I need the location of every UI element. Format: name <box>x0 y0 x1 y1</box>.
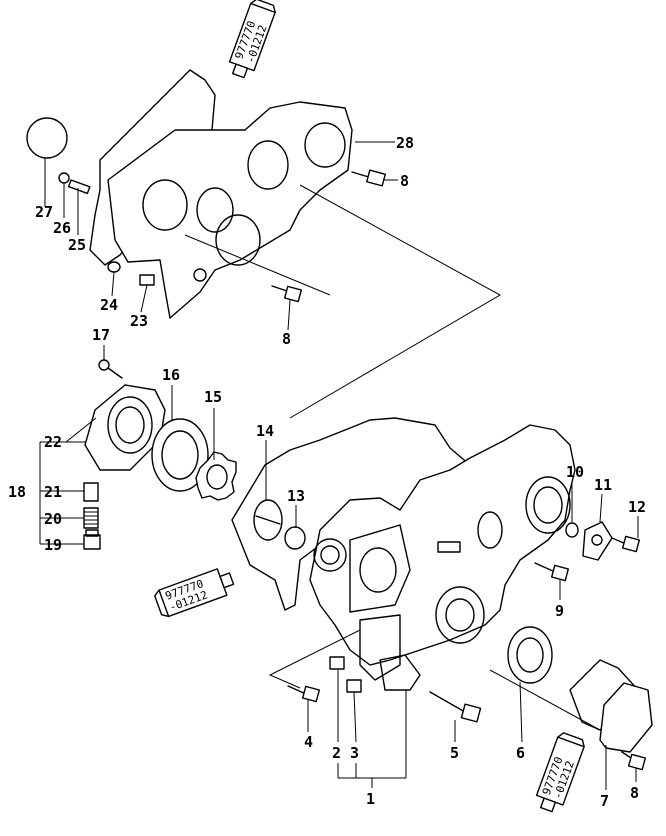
pump-bore-inner <box>115 406 145 444</box>
alignment-line-d <box>489 669 601 731</box>
dowel-pin <box>139 274 155 286</box>
cover-bracket <box>437 541 461 553</box>
alignment-line-a <box>289 184 502 419</box>
callout-3: 3 <box>350 744 359 762</box>
callout-12: 12 <box>628 498 646 516</box>
lower-plate <box>599 682 653 753</box>
callout-25: 25 <box>68 236 86 254</box>
outer-rotor-inner <box>161 430 199 480</box>
small-cover-plate <box>582 521 613 561</box>
bolt-8-upper <box>351 169 386 187</box>
callout-10: 10 <box>566 463 584 481</box>
callout-20: 20 <box>44 510 62 528</box>
callout-13: 13 <box>287 487 305 505</box>
callout-27: 27 <box>35 203 53 221</box>
bolt-8-middle <box>271 285 303 303</box>
callout-11: 11 <box>594 476 612 494</box>
callout-8-upper: 8 <box>400 172 409 190</box>
callout-1: 1 <box>366 790 375 808</box>
alignment-line-c <box>268 629 361 689</box>
plate-hole-5 <box>304 122 346 168</box>
o-ring-13 <box>284 526 306 550</box>
plug-2 <box>329 656 345 670</box>
callout-28: 28 <box>396 134 414 152</box>
rear-plate <box>107 101 353 319</box>
callout-26: 26 <box>53 219 71 237</box>
callout-24: 24 <box>100 296 118 314</box>
callout-18: 18 <box>8 483 26 501</box>
o-ring-small <box>107 261 121 273</box>
o-ring-large <box>26 117 68 159</box>
plug-19 <box>83 529 101 550</box>
plug-3 <box>346 679 362 693</box>
callout-2: 2 <box>332 744 341 762</box>
bolt-5 <box>429 691 482 723</box>
nut-26 <box>58 172 70 184</box>
callout-19: 19 <box>44 536 62 554</box>
oil-seal <box>507 626 553 684</box>
cover-port-left <box>313 538 347 572</box>
callout-9: 9 <box>555 602 564 620</box>
bolt-9 <box>534 562 570 582</box>
stud-25 <box>67 179 91 195</box>
callout-14: 14 <box>256 422 274 440</box>
callout-8-lower: 8 <box>630 784 639 802</box>
callout-16: 16 <box>162 366 180 384</box>
cover-boss <box>349 524 411 613</box>
sealant-tube-bottom: 977770 -01212 <box>535 732 585 813</box>
cover-lower-mount <box>359 614 401 681</box>
plunger-21 <box>83 482 99 502</box>
callout-15: 15 <box>204 388 222 406</box>
plate-hole-3 <box>215 214 261 266</box>
callout-22: 22 <box>44 433 62 451</box>
bolt-12 <box>611 535 641 553</box>
sealant-tube-left: 977770 -01212 <box>154 568 235 618</box>
spring-20 <box>83 507 99 529</box>
callout-4: 4 <box>304 733 313 751</box>
callout-6: 6 <box>516 744 525 762</box>
plate-small-hole <box>193 268 207 282</box>
plate-hole-4 <box>247 140 289 190</box>
callout-8-middle: 8 <box>282 330 291 348</box>
cover-seal-bore <box>435 586 485 644</box>
callout-5: 5 <box>450 744 459 762</box>
cover-bore-right <box>525 476 571 534</box>
cover-bore-mid <box>477 511 503 549</box>
callout-21: 21 <box>44 483 62 501</box>
plate-hole-2 <box>196 187 234 233</box>
callout-7: 7 <box>600 792 609 810</box>
inner-rotor <box>195 451 237 501</box>
screw-17 <box>98 359 123 379</box>
callout-17: 17 <box>92 326 110 344</box>
o-ring-10 <box>565 522 579 538</box>
bolt-4 <box>287 685 321 703</box>
pump-bore <box>107 396 153 454</box>
callout-23: 23 <box>130 312 148 330</box>
outer-rotor <box>151 418 209 492</box>
bolt-8-lower <box>621 751 647 771</box>
plate-hole-1 <box>142 179 188 231</box>
sealant-tube-top: 977770 -01212 <box>228 0 276 79</box>
alignment-line-b <box>184 234 331 296</box>
